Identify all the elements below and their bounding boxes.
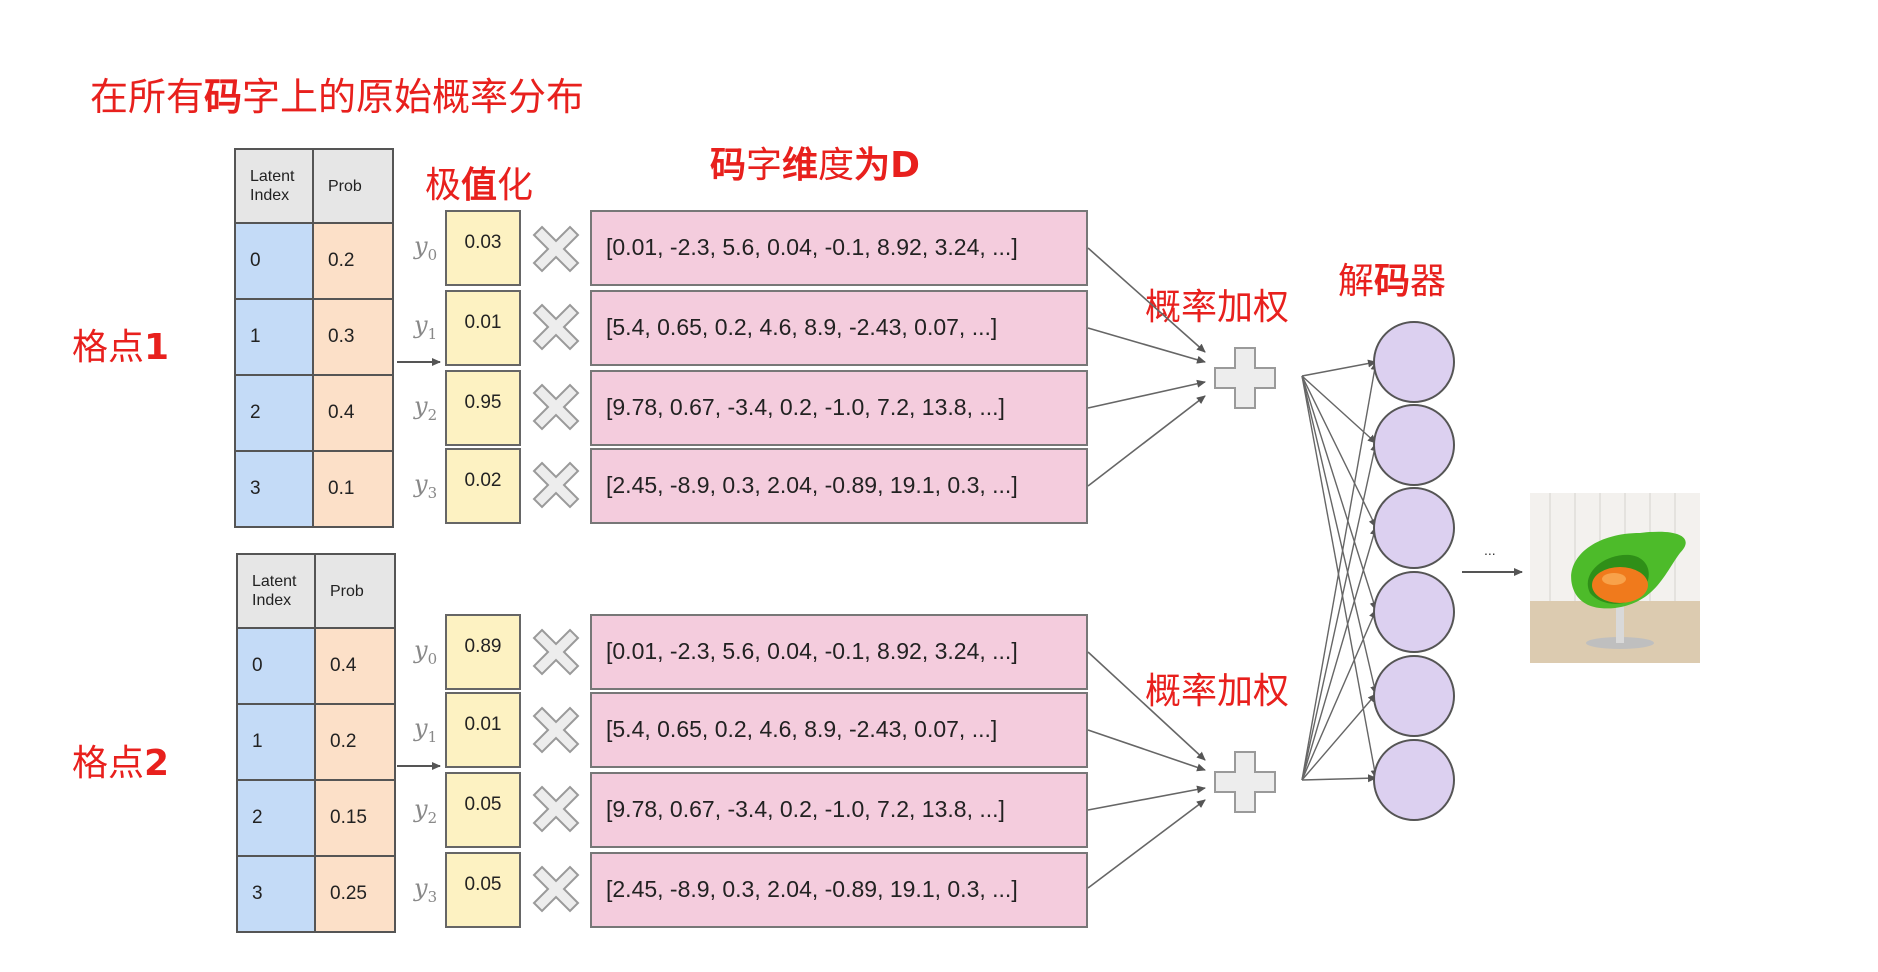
plus-icon [1214, 751, 1276, 813]
y-value-box: 0.02 [445, 448, 521, 524]
decoder-label: 解码器 [1338, 261, 1447, 302]
decoder-neuron [1373, 487, 1455, 569]
weighting-label-1: 概率加权 [1145, 287, 1290, 328]
grid-label-2: 格点2 [72, 743, 170, 784]
prob-cell: 0.3 [312, 298, 394, 376]
index-cell: 2 [236, 779, 316, 857]
header-latent-index: Latent Index [236, 553, 316, 629]
decoder-neuron [1373, 739, 1455, 821]
index-cell: 3 [234, 450, 314, 528]
times-icon [533, 866, 579, 912]
header-prob: Prob [314, 553, 396, 629]
index-cell: 2 [234, 374, 314, 452]
grid-label-1: 格点1 [72, 327, 170, 368]
index-cell: 0 [236, 627, 316, 705]
prob-cell: 0.2 [314, 703, 396, 781]
codeword-vector: [0.01, -2.3, 5.6, 0.04, -0.1, 8.92, 3.24… [590, 614, 1088, 690]
prob-cell: 0.1 [312, 450, 394, 528]
prob-cell: 0.25 [314, 855, 396, 933]
times-icon [533, 462, 579, 508]
plus-icon [1214, 347, 1276, 409]
y-label: y2 [414, 392, 438, 424]
times-icon [533, 304, 579, 350]
chair-image [1530, 493, 1700, 663]
codeword-vector: [5.4, 0.65, 0.2, 4.6, 8.9, -2.43, 0.07, … [590, 290, 1088, 366]
y-label: y1 [414, 311, 438, 343]
y-label: y1 [414, 714, 438, 746]
codeword-vector: [2.45, -8.9, 0.3, 2.04, -0.89, 19.1, 0.3… [590, 448, 1088, 524]
y-value-box: 0.01 [445, 692, 521, 768]
y-value-box: 0.89 [445, 614, 521, 690]
index-cell: 1 [236, 703, 316, 781]
times-icon [533, 786, 579, 832]
prob-cell: 0.4 [312, 374, 394, 452]
y-value-box: 0.05 [445, 852, 521, 928]
codeword-vector: [9.78, 0.67, -3.4, 0.2, -1.0, 7.2, 13.8,… [590, 772, 1088, 848]
y-label: y3 [414, 470, 438, 502]
prob-cell: 0.4 [314, 627, 396, 705]
diagram-title: 在所有码字上的原始概率分布 [90, 75, 585, 119]
decoder-neuron [1373, 655, 1455, 737]
codeword-vector: [2.45, -8.9, 0.3, 2.04, -0.89, 19.1, 0.3… [590, 852, 1088, 928]
prob-cell: 0.15 [314, 779, 396, 857]
y-label: y3 [414, 874, 438, 906]
times-icon [533, 629, 579, 675]
output-ellipsis: ... [1484, 542, 1496, 558]
y-value-box: 0.05 [445, 772, 521, 848]
times-icon [533, 226, 579, 272]
y-label: y0 [414, 232, 438, 264]
y-value-box: 0.95 [445, 370, 521, 446]
header-prob: Prob [312, 148, 394, 224]
y-label: y2 [414, 795, 438, 827]
codeword-vector: [5.4, 0.65, 0.2, 4.6, 8.9, -2.43, 0.07, … [590, 692, 1088, 768]
index-cell: 0 [234, 222, 314, 300]
times-icon [533, 707, 579, 753]
decoder-neuron [1373, 321, 1455, 403]
index-cell: 1 [234, 298, 314, 376]
latent-prob-table-2: Latent Index Prob 0 0.4 1 0.2 2 0.15 3 0… [236, 553, 396, 933]
y-value-box: 0.01 [445, 290, 521, 366]
index-cell: 3 [236, 855, 316, 933]
header-latent-index: Latent Index [234, 148, 314, 224]
argmax-label: 极值化 [425, 165, 534, 206]
codeword-vector: [0.01, -2.3, 5.6, 0.04, -0.1, 8.92, 3.24… [590, 210, 1088, 286]
y-value-box: 0.03 [445, 210, 521, 286]
codeword-vector: [9.78, 0.67, -3.4, 0.2, -1.0, 7.2, 13.8,… [590, 370, 1088, 446]
latent-prob-table-1: Latent Index Prob 0 0.2 1 0.3 2 0.4 3 0.… [234, 148, 394, 528]
weighting-label-2: 概率加权 [1145, 671, 1290, 712]
prob-cell: 0.2 [312, 222, 394, 300]
times-icon [533, 384, 579, 430]
y-label: y0 [414, 636, 438, 668]
decoder-neuron [1373, 404, 1455, 486]
codeword-dim-label: 码字维度为D [710, 145, 920, 186]
decoder-neuron [1373, 571, 1455, 653]
